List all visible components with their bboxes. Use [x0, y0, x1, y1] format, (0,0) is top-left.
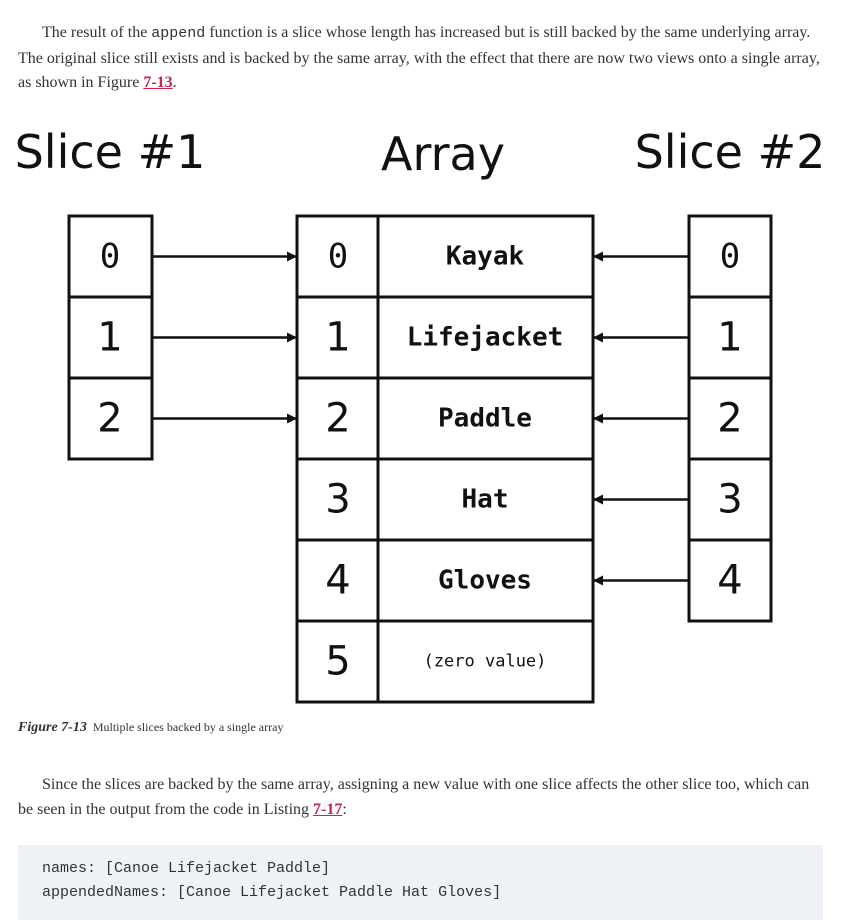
slice2-title: Slice #2 [635, 125, 826, 179]
intro-text-2: function is a slice whose length has inc… [18, 24, 820, 91]
slice2-index: 0 [720, 237, 740, 277]
slice2-index: 3 [717, 477, 742, 523]
explanation-text-2: : [342, 800, 347, 818]
slice1-index: 2 [97, 396, 122, 442]
array-value: Paddle [438, 404, 532, 434]
intro-text-1: The result of the [42, 24, 152, 41]
code-output-block: names: [Canoe Lifejacket Paddle] appended… [18, 845, 823, 920]
slice2-cell [687, 376, 773, 461]
slice2-index: 2 [717, 396, 742, 442]
caption-label: Figure 7-13 [18, 720, 87, 735]
slice1-index: 1 [97, 315, 122, 361]
array-value-cell [376, 619, 595, 704]
slice1-title: Slice #1 [15, 125, 206, 179]
code-line-2: appendedNames: [Canoe Lifejacket Paddle … [42, 884, 502, 901]
array-value-cell [376, 538, 595, 623]
pointer-arrows [153, 251, 688, 586]
slice2-cells: 0 1 2 3 4 [687, 214, 773, 623]
array-value: Lifejacket [407, 323, 564, 353]
append-code: append [151, 25, 206, 42]
slice2-cell [687, 538, 773, 623]
slice2-cell [687, 214, 773, 299]
intro-text-3: . [172, 74, 177, 91]
array-index: 3 [325, 477, 350, 523]
slice1-cell [67, 376, 154, 461]
explanation-paragraph: Since the slices are backed by the same … [18, 773, 826, 822]
code-line-1: names: [Canoe Lifejacket Paddle] [42, 860, 331, 877]
array-cells: 0 Kayak 1 Lifejacket 2 Paddle 3 Hat 4 Gloves 5 (zer… [295, 214, 595, 704]
slice2-index: 1 [717, 315, 742, 361]
array-value-cell [376, 214, 595, 299]
array-value: (zero value) [424, 652, 547, 672]
slice1-index: 0 [100, 237, 120, 277]
figure-ref-link[interactable]: 7-13 [143, 74, 173, 91]
array-index: 1 [325, 315, 350, 361]
slice2-cell [687, 295, 773, 380]
array-value: Hat [462, 485, 509, 515]
array-value-cell [376, 457, 595, 542]
array-title: Array [381, 127, 505, 181]
intro-paragraph: The result of the append function is a s… [18, 21, 826, 96]
figure-caption: Figure 7-13 Multiple slices backed by a s… [18, 720, 283, 736]
array-value-cell [376, 376, 595, 461]
explanation-text-1: Since the slices are backed by the same … [18, 776, 810, 818]
slice1-cells: 0 1 2 [67, 214, 154, 461]
array-index: 4 [325, 558, 350, 604]
array-index: 2 [325, 396, 350, 442]
caption-text: Multiple slices backed by a single array [92, 720, 284, 734]
slice2-index: 4 [717, 558, 742, 604]
array-index: 5 [325, 639, 350, 685]
slice1-cell [67, 214, 154, 299]
array-value: Kayak [446, 242, 525, 272]
array-value: Gloves [438, 566, 532, 596]
slices-diagram: Slice #1 Array Slice #2 0 1 2 0 Kayak 1 Lifej… [15, 125, 826, 704]
array-value-cell [376, 295, 595, 380]
listing-ref-link[interactable]: 7-17 [313, 800, 343, 818]
slice2-cell [687, 457, 773, 542]
array-index: 0 [328, 237, 348, 277]
